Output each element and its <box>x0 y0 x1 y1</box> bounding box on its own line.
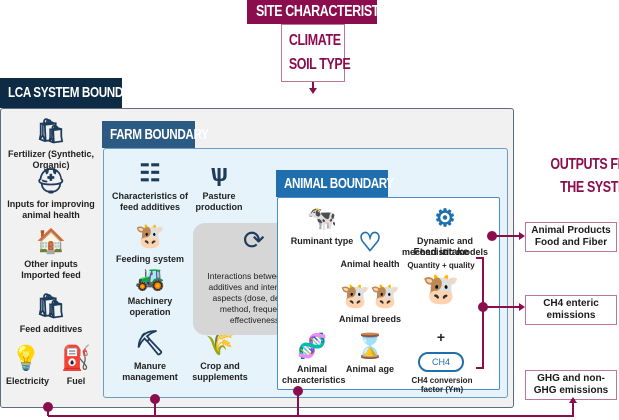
plus-sign: + <box>436 329 446 345</box>
lca-item-feed-additives: 🛍Feed additives <box>4 293 98 335</box>
connector-dot <box>150 394 160 404</box>
farm-item-feed-additive-characteristics: ☷Characteristics of feed additives <box>108 160 192 213</box>
animal-item-breeds: 🐮🐮Animal breeds <box>330 283 410 325</box>
lca-item-fuel: ⛽Fuel <box>56 345 96 387</box>
ch4-conversion-factor: CH4 conversion factor (Ym) <box>411 376 473 394</box>
arrow-head <box>569 397 577 403</box>
sliders-icon: ☷ <box>139 160 161 187</box>
cow-icon: 🐄 <box>307 205 337 232</box>
arrow-head <box>519 232 525 240</box>
cow-heads-icon: 🐮🐮 <box>340 283 400 310</box>
farm-item-machinery: 🚜Machinery operation <box>108 265 192 318</box>
connector-dot <box>43 402 53 412</box>
connector-line <box>297 392 299 416</box>
connector-line <box>492 235 520 237</box>
cow-gear-icon: ⚙ <box>434 205 456 232</box>
feed-bag-icon: 🛍 <box>35 293 67 320</box>
shovel-icon: ⛏ <box>134 330 166 357</box>
soil-type-label: SOIL TYPE <box>288 56 351 73</box>
lca-item-fertilizer: 🛍Fertilizer (Synthetic, Organic) <box>4 118 98 171</box>
arrow-head <box>519 303 525 311</box>
farm-item-feeding-system: 🐮Feeding system <box>108 223 192 265</box>
bracket-top <box>476 257 484 259</box>
farm-boundary-label: FARM BOUNDARY <box>102 121 209 148</box>
lca-item-electricity: 💡Electricity <box>6 345 50 386</box>
site-arrow <box>312 82 314 90</box>
climate-label: CLIMATE <box>288 32 341 49</box>
tractor-icon: 🚜 <box>135 265 165 292</box>
connector-line <box>154 400 156 416</box>
dna-icon: 🧬 <box>297 333 327 360</box>
connector-dot <box>293 386 303 396</box>
output-ch4-enteric: CH4 enteric emissions <box>525 295 617 325</box>
cattle-feeding-icon: 🐮 <box>135 223 165 250</box>
fertilizer-bag-icon: 🛍 <box>35 118 67 145</box>
feed-intake-label: Feed intake <box>413 247 469 258</box>
lca-item-animal-health-inputs: ⛑Inputs for improving animal health <box>4 168 98 221</box>
connector-line <box>572 402 574 417</box>
site-characteristics-header: SITE CHARACTERISTICS <box>247 0 399 24</box>
ch4-cloud-icon: CH4 <box>418 352 464 372</box>
animal-item-health: ♡Animal health <box>335 228 405 270</box>
first-aid-kit-icon: ⛑ <box>35 168 67 195</box>
animal-item-models: ⚙Dynamic and mechanistic models <box>395 205 495 258</box>
farm-icon: 🏠 <box>36 228 66 255</box>
output-ghg-emissions: GHG and non-GHG emissions <box>525 370 617 400</box>
light-bulb-icon: 💡 <box>11 345 41 372</box>
arrow-head <box>309 88 317 94</box>
farm-item-crop: 🌾Crop and supplements <box>190 330 250 383</box>
output-animal-products: Animal Products Food and Fiber <box>525 222 617 252</box>
animal-item-characteristics: 🧬Animal characteristics <box>282 333 346 385</box>
lca-boundary-label: LCA SYSTEM BOUNDARY <box>0 78 146 108</box>
heart-icon: ♡ <box>358 227 382 257</box>
lca-item-other-inputs: 🏠Other inputs Imported feed <box>4 228 98 281</box>
fuel-pump-icon: ⛽ <box>61 345 91 372</box>
cow-head-icon: 🐮 <box>422 273 460 306</box>
hourglass-icon: ⌛ <box>355 333 385 360</box>
animal-boundary-label: ANIMAL BOUNDARY <box>276 170 394 197</box>
animal-item-age: ⌛Animal age <box>340 333 400 375</box>
outputs-title: OUTPUTS FROM THE SYSTEM <box>550 156 619 196</box>
gear-cycle-icon: ⟳ <box>243 225 265 255</box>
grass-icon: ѱ <box>209 160 229 187</box>
animal-bracket <box>482 257 484 369</box>
farm-item-manure: ⛏Manure management <box>108 330 192 383</box>
animal-item-ruminant-type: 🐄Ruminant type <box>282 205 362 247</box>
bracket-bottom <box>476 367 484 369</box>
connector-line <box>483 306 520 308</box>
feed-intake-sub: Quantity + quality <box>407 261 475 270</box>
bottom-bus-line <box>48 415 573 417</box>
site-characteristics-box: CLIMATE SOIL TYPE <box>281 24 351 82</box>
